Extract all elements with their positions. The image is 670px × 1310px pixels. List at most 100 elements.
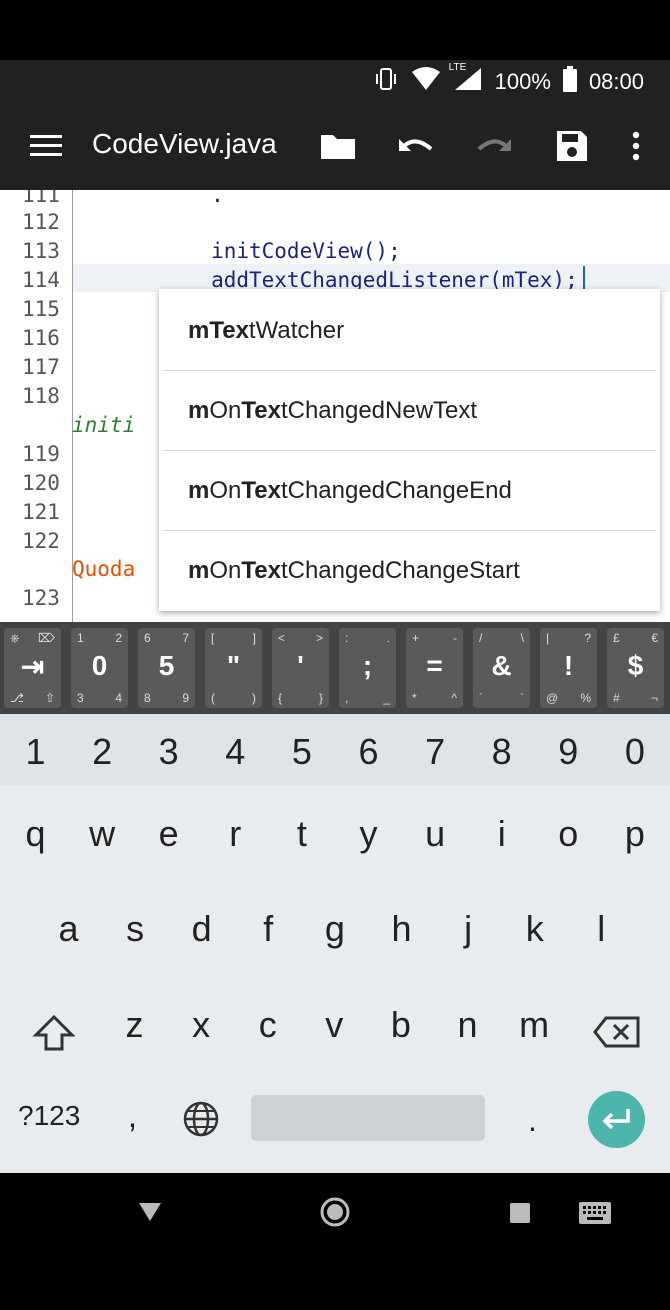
suggestion-item[interactable]: mOnTextChangedNewText — [159, 371, 660, 451]
menu-icon[interactable] — [26, 126, 66, 166]
suggestion-item[interactable]: mOnTextChangedChangeStart — [188, 557, 520, 584]
line-number-gutter — [0, 190, 73, 622]
extra-key-alt: ⇧ — [44, 691, 55, 705]
line-number: 114 — [22, 268, 60, 292]
extra-key-main: 0 — [91, 650, 108, 681]
shift-key[interactable] — [32, 1011, 76, 1055]
key[interactable]: 8 — [491, 731, 512, 772]
suggestion-item[interactable]: mOnTextChangedChangeEnd — [159, 451, 660, 531]
code-line: } — [72, 297, 174, 321]
extra-key-main: ; — [362, 650, 373, 681]
extra-key[interactable]: '<>{} — [272, 628, 329, 708]
key[interactable]: 6 — [358, 731, 379, 772]
extra-key[interactable]: ;:.,_ — [339, 628, 396, 708]
key[interactable]: m — [519, 1004, 550, 1045]
key[interactable]: 9 — [558, 731, 579, 772]
key[interactable]: z — [125, 1004, 144, 1045]
extra-key[interactable]: ⇥⎈⌦⎇⇧ — [4, 628, 61, 708]
key[interactable]: h — [391, 908, 412, 949]
number-row: 1 2 3 4 5 6 7 8 9 0 — [0, 714, 670, 786]
extra-key-alt: 3 — [77, 691, 84, 705]
folder-icon[interactable] — [318, 126, 358, 166]
extra-key-alt: 7 — [182, 631, 189, 645]
home-icon[interactable] — [319, 1196, 351, 1233]
code-line: addTextChangedListener(mTex); — [72, 268, 578, 292]
space-bar[interactable] — [251, 1095, 485, 1141]
key[interactable]: 3 — [158, 731, 179, 772]
key[interactable]: c — [258, 1004, 277, 1045]
line-number: 112 — [22, 210, 60, 234]
backspace-key[interactable] — [592, 1012, 642, 1052]
save-icon[interactable] — [552, 126, 592, 166]
key[interactable]: v — [325, 1004, 344, 1045]
extra-key-alt: \ — [520, 631, 524, 645]
line-number: 117 — [22, 355, 60, 379]
period-key[interactable]: . — [528, 1102, 537, 1138]
symbols-key[interactable]: ?123 — [18, 1100, 81, 1131]
key[interactable]: 5 — [291, 731, 312, 772]
extra-key-alt: ( — [211, 691, 215, 705]
key[interactable]: w — [89, 813, 116, 854]
key[interactable]: p — [624, 813, 645, 854]
language-globe-icon[interactable] — [182, 1100, 220, 1143]
key[interactable]: 2 — [92, 731, 113, 772]
key[interactable]: a — [58, 908, 79, 949]
suggestion-item[interactable]: mTextWatcher — [159, 291, 660, 371]
overflow-menu-icon[interactable] — [616, 126, 656, 166]
key[interactable]: 7 — [425, 731, 446, 772]
line-number: 119 — [22, 442, 60, 466]
clock: 08:00 — [588, 69, 644, 94]
key[interactable]: d — [191, 908, 212, 949]
extra-key-alt: % — [580, 691, 591, 705]
extra-key-alt: | — [546, 631, 550, 645]
redo-icon[interactable] — [474, 126, 514, 166]
extra-key[interactable]: $£€#¬ — [607, 628, 664, 708]
extra-key-alt: < — [278, 631, 286, 645]
key[interactable]: j — [464, 908, 473, 949]
line-number: 120 — [22, 471, 60, 495]
code-line: initCodeView(); — [72, 239, 401, 263]
key[interactable]: 1 — [25, 731, 46, 772]
extra-key[interactable]: !|?@% — [540, 628, 597, 708]
key[interactable]: q — [25, 813, 46, 854]
key[interactable]: i — [497, 813, 506, 854]
file-title: CodeView.java — [92, 128, 277, 159]
extra-key[interactable]: &/\´` — [473, 628, 530, 708]
key[interactable]: s — [126, 908, 145, 949]
key[interactable]: x — [192, 1004, 211, 1045]
key[interactable]: k — [525, 908, 544, 949]
key[interactable]: b — [390, 1004, 411, 1045]
battery-icon — [562, 66, 577, 98]
key[interactable]: u — [425, 813, 446, 854]
key[interactable]: l — [597, 908, 606, 949]
key[interactable]: o — [558, 813, 579, 854]
keyboard-switch-icon[interactable] — [578, 1201, 612, 1230]
key[interactable]: 0 — [624, 731, 645, 772]
extra-key-main: = — [426, 650, 443, 681]
key[interactable]: r — [229, 813, 242, 854]
extra-key-alt: ` — [520, 691, 524, 705]
extra-key-alt: 8 — [144, 691, 151, 705]
extra-key-alt: @ — [546, 691, 559, 705]
key[interactable]: e — [158, 813, 179, 854]
extra-key-alt: 4 — [115, 691, 122, 705]
extra-key[interactable]: =+-*^ — [406, 628, 463, 708]
extra-key-main: & — [491, 650, 512, 681]
key[interactable]: 4 — [225, 731, 246, 772]
extra-key[interactable]: "[]() — [205, 628, 262, 708]
network-type: LTE — [448, 62, 467, 73]
comma-key[interactable]: , — [128, 1098, 137, 1134]
enter-key[interactable] — [588, 1091, 645, 1148]
undo-icon[interactable] — [396, 126, 436, 166]
key[interactable]: n — [457, 1004, 478, 1045]
navigation-bar — [0, 1173, 670, 1251]
key[interactable]: g — [324, 908, 345, 949]
key[interactable]: y — [359, 813, 378, 854]
key[interactable]: f — [263, 908, 274, 949]
line-number: 111 — [22, 190, 60, 207]
key[interactable]: t — [296, 813, 307, 854]
back-icon[interactable] — [137, 1201, 163, 1228]
recents-icon[interactable] — [509, 1202, 531, 1229]
